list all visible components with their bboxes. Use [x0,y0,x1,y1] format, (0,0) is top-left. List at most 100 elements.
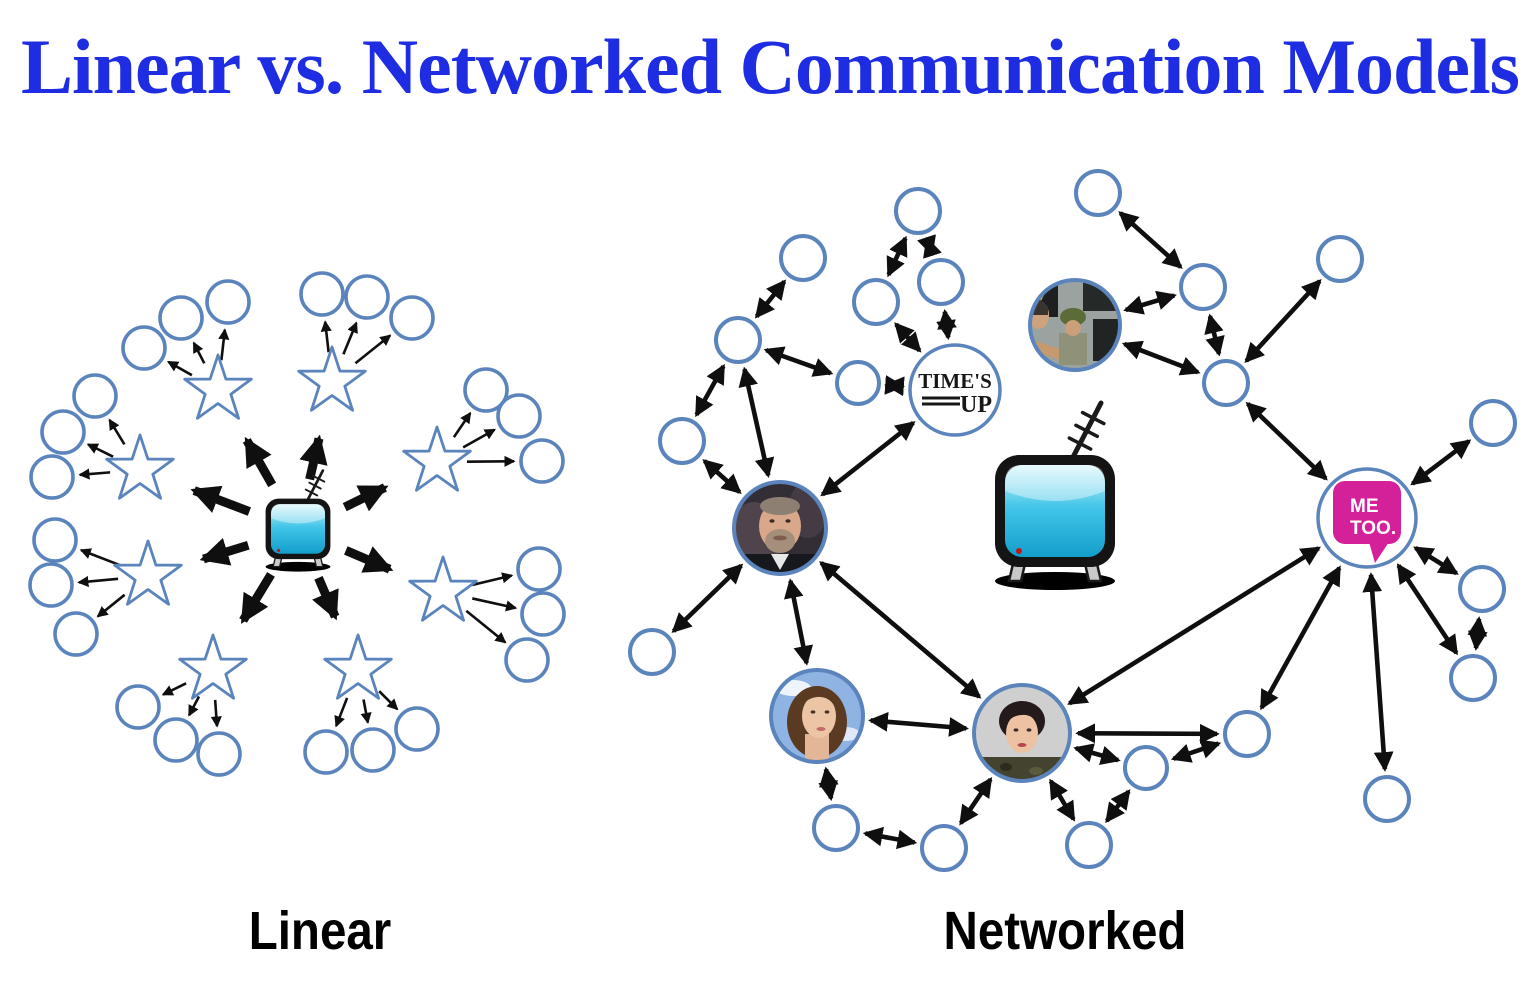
network-edge-w-tu [820,421,916,497]
audience-node [158,295,204,341]
person-node [835,360,881,406]
network-edge-rm-n17 [1075,723,1220,744]
influence-arrow [472,597,518,612]
network-edge-pc-n11 [1121,340,1201,376]
network-edge-rm-n20 [958,777,993,826]
influence-arrow [166,360,193,377]
influence-arrow [192,341,206,364]
star-node [178,633,248,700]
influence-arrow [354,334,392,365]
linear-diagram [28,271,566,777]
network-edge-pc-n10 [1123,290,1177,315]
person-node [1179,263,1227,311]
person-node [779,234,827,282]
network-edge-mt-n14 [1413,545,1459,576]
network-edge-n10-n1 [1118,211,1183,269]
networked-label: Networked [943,901,1187,961]
person-node [1065,821,1113,869]
influence-arrow [77,575,119,588]
tv-screen [1005,465,1105,557]
network-edge-n5-n6 [754,279,787,319]
network-edge-n21-n20 [862,826,918,850]
influence-arrow [210,699,222,728]
network-edge-rm-n18 [1073,743,1121,766]
network-edge-n8-tu [884,375,905,397]
network-edge-n3-tu [936,309,957,341]
network-edge-w-rm [819,561,982,699]
network-edge-n19-n18 [1105,789,1131,824]
tv-icon [265,469,331,572]
influence-arrow [452,411,472,438]
audience-node [115,684,161,730]
audience-node [516,546,562,592]
influence-arrow [465,609,507,644]
tv-shadow [995,572,1115,590]
page-title: Linear vs. Networked Communication Model… [20,23,1520,110]
linear-label: Linear [248,901,392,961]
times-up-text-line1: TIME'S [918,369,992,393]
network-edge-a-rm [868,712,969,737]
person-node [812,804,860,852]
person-node [1223,710,1271,758]
person-node [1458,565,1506,613]
audience-node [344,274,390,320]
audience-node [72,373,118,419]
person-node [852,278,900,326]
influence-arrow [79,548,121,567]
network-edge-n2-n3 [917,234,942,259]
network-edge-rm-mt [1067,546,1321,706]
audience-node [520,591,566,637]
tv-icon [995,400,1115,590]
broadcast-arrow [199,537,250,566]
influence-arrow [378,690,399,711]
node-ring [732,480,828,576]
photo-node-a [772,671,862,761]
network-edge-mt-n13 [1410,439,1472,486]
network-edge-n18-n17 [1170,739,1222,763]
audience-node [40,409,86,455]
me-too-bubble [1333,481,1401,544]
network-edge-n7-w [702,459,742,494]
broadcast-arrow [344,546,394,574]
person-node [920,824,968,872]
tv-shadow [265,561,331,572]
person-node [894,187,942,235]
network-edge-a-n21 [818,766,839,802]
person-node [1363,775,1411,823]
influence-arrow [360,699,372,725]
audience-node [53,611,99,657]
person-node [1074,169,1122,217]
me-too-text-line2: TOO. [1350,518,1396,539]
network-edge-n2-n4 [886,235,908,278]
network-edge-w-n9 [671,563,744,634]
influence-arrow [86,443,114,458]
node-ring [769,668,865,764]
influence-arrow [334,697,349,728]
network-edge-n10-n11 [1204,313,1225,357]
person-node [1123,745,1169,791]
influence-arrow [108,418,126,446]
audience-node [196,731,242,777]
star-node [402,425,472,492]
audience-node [496,393,542,439]
audience-node [32,517,78,563]
audience-node [519,438,565,484]
person-node [628,628,676,676]
person-node [917,258,965,306]
influence-arrow [471,572,514,587]
network-edge-mt-n16 [1362,572,1394,772]
network-edge-n11-n12 [1244,279,1322,363]
audience-node [303,729,349,775]
broadcast-arrow [242,436,277,488]
audience-node [504,637,550,683]
person-node [1449,654,1497,702]
audience-node [389,295,435,341]
network-edge-mt-n17 [1259,565,1342,711]
influence-arrow [187,695,201,717]
photo-node-pc [1031,281,1119,369]
audience-node [463,367,509,413]
star-node [113,539,183,606]
